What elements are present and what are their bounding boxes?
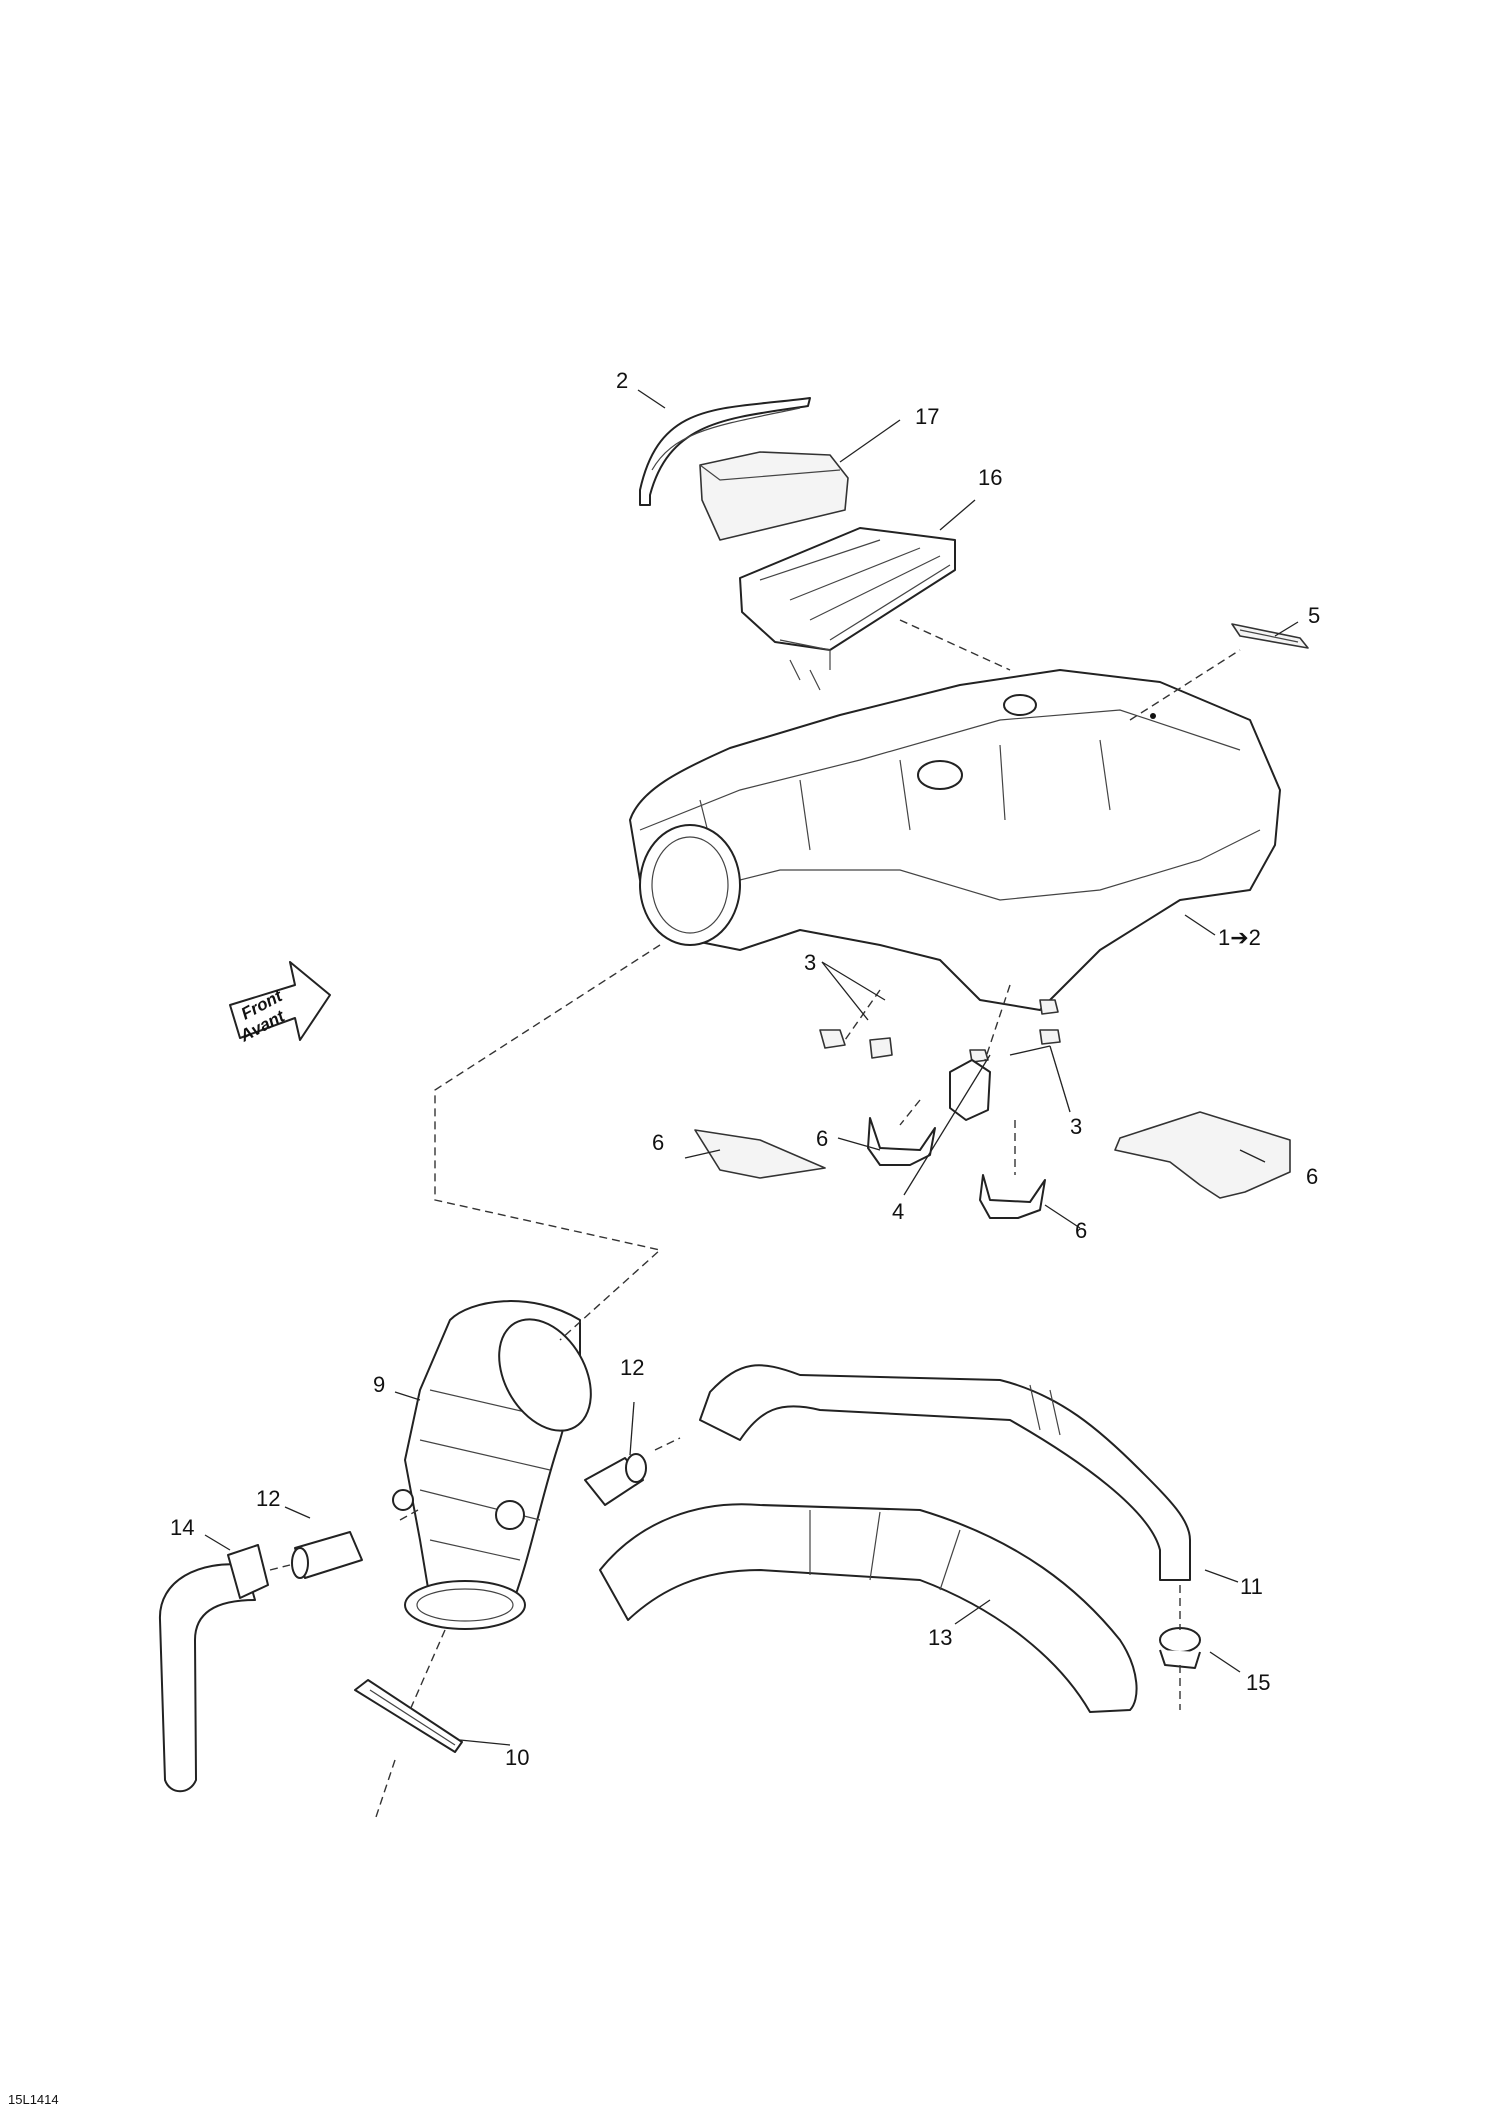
part-6-pads	[694, 1111, 1291, 1219]
callout-2: 2	[616, 368, 628, 393]
part-13-lower-hose	[599, 1503, 1138, 1713]
front-direction-arrow: Front Avant	[229, 961, 331, 1046]
leader-lines	[204, 389, 1299, 1746]
callout-5: 5	[1308, 603, 1320, 628]
callout-3-upper: 3	[804, 950, 816, 975]
part-10-clamp	[354, 1679, 463, 1753]
part-9-intake-adaptor	[392, 1300, 592, 1630]
assembly-guide-lines	[269, 619, 1241, 1821]
part-15-small-clamp	[1159, 1627, 1201, 1669]
callout-12-right: 12	[620, 1355, 644, 1380]
callout-numbers: 2 17 16 5 1➔2 3 3 6 6 6 6 4 9 12 12 14 1…	[170, 368, 1320, 1770]
part-12-fittings	[291, 1453, 647, 1579]
callout-13: 13	[928, 1625, 952, 1650]
part-5-label	[1231, 623, 1309, 649]
part-3-clips	[819, 999, 1061, 1063]
callout-14: 14	[170, 1515, 194, 1540]
part-14-small-hose	[158, 1544, 269, 1793]
part-11-upper-hose	[699, 1364, 1191, 1581]
callout-10: 10	[505, 1745, 529, 1770]
callout-16: 16	[978, 465, 1002, 490]
callout-11: 11	[1240, 1574, 1263, 1599]
part-2-gasket	[639, 397, 811, 506]
callout-1-to-2: 1➔2	[1218, 925, 1261, 950]
part-16-filter-cover	[739, 527, 956, 691]
callout-4: 4	[892, 1199, 904, 1224]
callout-17: 17	[915, 404, 939, 429]
callout-3-lower: 3	[1070, 1114, 1082, 1139]
part-17-foam-filter	[699, 451, 849, 541]
callout-6-bottom: 6	[1075, 1218, 1087, 1243]
callout-6-left: 6	[652, 1130, 664, 1155]
callout-15: 15	[1246, 1670, 1270, 1695]
part-1-airbox	[629, 669, 1281, 1011]
drawing-id: 15L1414	[8, 2092, 59, 2107]
callout-12-left: 12	[256, 1486, 280, 1511]
callout-6-mid: 6	[816, 1126, 828, 1151]
callout-9: 9	[373, 1372, 385, 1397]
callout-6-right: 6	[1306, 1164, 1318, 1189]
